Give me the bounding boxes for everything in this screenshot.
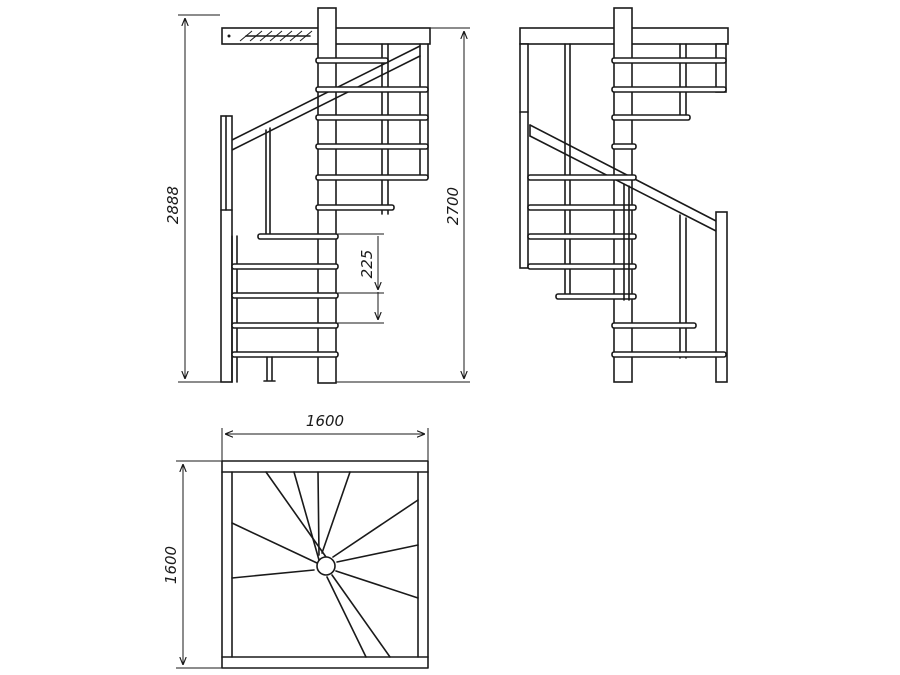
- dim-label-225: 225: [358, 250, 376, 279]
- dim-step-rise: 225: [336, 233, 384, 324]
- upper-steps-left: [315, 57, 429, 211]
- lower-steps-right: [611, 322, 727, 358]
- central-post-right: [613, 7, 633, 383]
- dim-plan-depth: 1600: [162, 460, 222, 669]
- dim-landing-height: 2700: [336, 27, 470, 383]
- middle-steps-right: [527, 174, 637, 300]
- central-post-left: [317, 7, 337, 384]
- right-elevation-view: [519, 7, 729, 383]
- dim-label-plan-depth: 1600: [162, 546, 180, 584]
- lower-steps-left: [231, 233, 339, 358]
- left-elevation-view: 2888: [164, 7, 470, 384]
- handrail-post-right: [715, 211, 728, 383]
- dim-label-2888: 2888: [164, 186, 182, 224]
- plan-treads: [231, 471, 419, 658]
- upper-steps-right: [611, 57, 727, 150]
- dim-plan-width: 1600: [221, 412, 429, 462]
- dim-label-2700: 2700: [444, 187, 462, 225]
- plan-outer-frame: [221, 460, 429, 669]
- plan-center-post: [316, 556, 336, 576]
- dim-label-plan-width: 1600: [306, 412, 344, 430]
- dim-overall-height: 2888: [164, 14, 222, 383]
- plan-view: 1600 1600: [162, 412, 429, 669]
